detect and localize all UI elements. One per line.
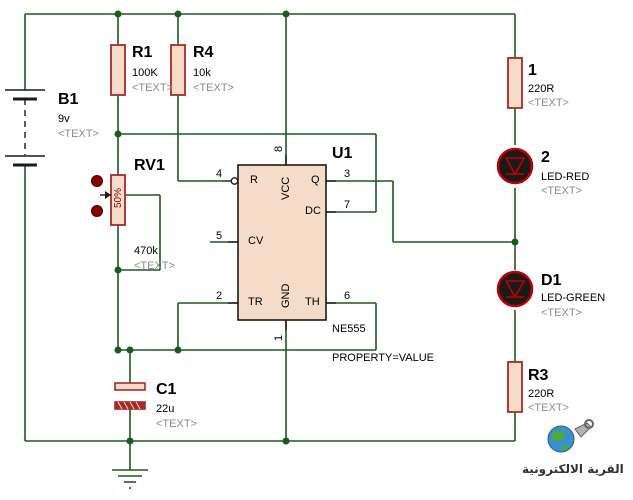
potentiometer-rv1[interactable] <box>91 174 126 226</box>
r1-value: 100K <box>132 67 158 79</box>
pin-label-q: Q <box>311 174 320 186</box>
rv1-value: 470k <box>134 245 158 257</box>
battery-b1[interactable] <box>5 89 45 167</box>
r4-value: 10k <box>193 67 211 79</box>
pin-number-5: 5 <box>216 230 223 242</box>
u1-ref: U1 <box>332 145 353 162</box>
r-led-text: <TEXT> <box>528 97 569 109</box>
pin-label-gnd: GND <box>280 283 292 308</box>
c1-ref: C1 <box>156 381 177 398</box>
r-led-ref: 1 <box>528 62 537 79</box>
pin-number-2: 2 <box>216 290 223 302</box>
resistor-r3[interactable] <box>507 361 523 413</box>
rv1-ref: RV1 <box>134 157 165 174</box>
b1-ref: B1 <box>58 91 79 108</box>
led-green-ref: D1 <box>541 272 562 289</box>
pin-label-tr: TR <box>248 296 263 308</box>
ic-pin-stubs <box>222 155 336 330</box>
pin-number-6: 6 <box>344 290 351 302</box>
r4-text: <TEXT> <box>193 82 234 94</box>
led-red-text: <TEXT> <box>541 185 582 197</box>
pot-knob-down[interactable] <box>91 205 103 217</box>
led-red[interactable] <box>496 147 534 185</box>
pin-number-1: 1 <box>273 334 285 341</box>
r3-value: 220R <box>528 388 555 400</box>
site-logo-text: القرية الالكترونية <box>522 462 624 476</box>
pin-label-r: R <box>250 174 258 186</box>
led-green-value: LED-GREEN <box>541 292 606 304</box>
ic-u1-body[interactable] <box>237 164 327 321</box>
wires <box>24 13 516 489</box>
led-red-ref: 2 <box>541 149 550 166</box>
capacitor-c1[interactable] <box>114 382 146 410</box>
pin-number-4: 4 <box>216 168 223 180</box>
pin-label-cv: CV <box>248 235 264 247</box>
r3-ref: R3 <box>528 367 549 384</box>
resistor-r1[interactable] <box>110 44 126 96</box>
rv1-text: <TEXT> <box>134 260 175 272</box>
b1-value: 9v <box>58 113 70 125</box>
c1-text: <TEXT> <box>156 418 197 430</box>
u1-part: NE555 <box>332 323 366 335</box>
u1-property: PROPERTY=VALUE <box>332 352 434 364</box>
globe-logo-icon <box>547 419 594 453</box>
pin-label-th: TH <box>305 296 320 308</box>
led-green-text: <TEXT> <box>541 307 582 319</box>
led-red-value: LED-RED <box>541 171 590 183</box>
pin-label-vcc: VCC <box>280 176 292 200</box>
pin-number-7: 7 <box>344 199 351 211</box>
r4-ref: R4 <box>193 44 214 61</box>
r-led-value: 220R <box>528 83 555 95</box>
c1-value: 22u <box>156 403 175 415</box>
resistor-r4[interactable] <box>170 44 186 96</box>
reset-inverter-bubble <box>230 177 239 185</box>
r3-text: <TEXT> <box>528 402 569 414</box>
junction-dots <box>114 10 519 445</box>
resistor-led-1[interactable] <box>507 57 523 109</box>
pin-label-dc: DC <box>305 205 321 217</box>
r1-ref: R1 <box>132 44 153 61</box>
b1-text: <TEXT> <box>58 128 99 140</box>
pot-knob-up[interactable] <box>91 175 103 187</box>
r1-text: <TEXT> <box>132 82 173 94</box>
rv1-percent: 50% <box>113 187 124 208</box>
pin-number-3: 3 <box>344 168 351 180</box>
led-green[interactable] <box>496 270 534 308</box>
pin-number-8: 8 <box>273 145 285 152</box>
